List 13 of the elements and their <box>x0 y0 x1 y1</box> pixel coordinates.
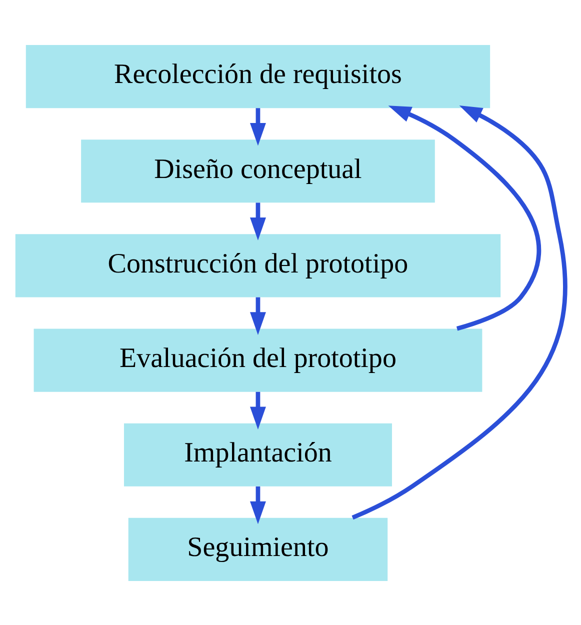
arrow <box>250 486 266 524</box>
arrow <box>250 296 266 334</box>
arrow <box>250 108 266 146</box>
arrow <box>250 202 266 240</box>
node-box: Implantación <box>124 422 392 486</box>
arrow <box>250 391 266 430</box>
node-box: Evaluación del prototipo <box>34 328 482 392</box>
arrow <box>388 105 541 330</box>
arrow <box>352 105 568 520</box>
node-box: Construcción del prototipo <box>15 234 501 297</box>
node-box: Seguimiento <box>128 517 388 580</box>
node-box: Diseño conceptual <box>81 139 435 202</box>
node-box: Recolección de requisitos <box>26 44 490 108</box>
